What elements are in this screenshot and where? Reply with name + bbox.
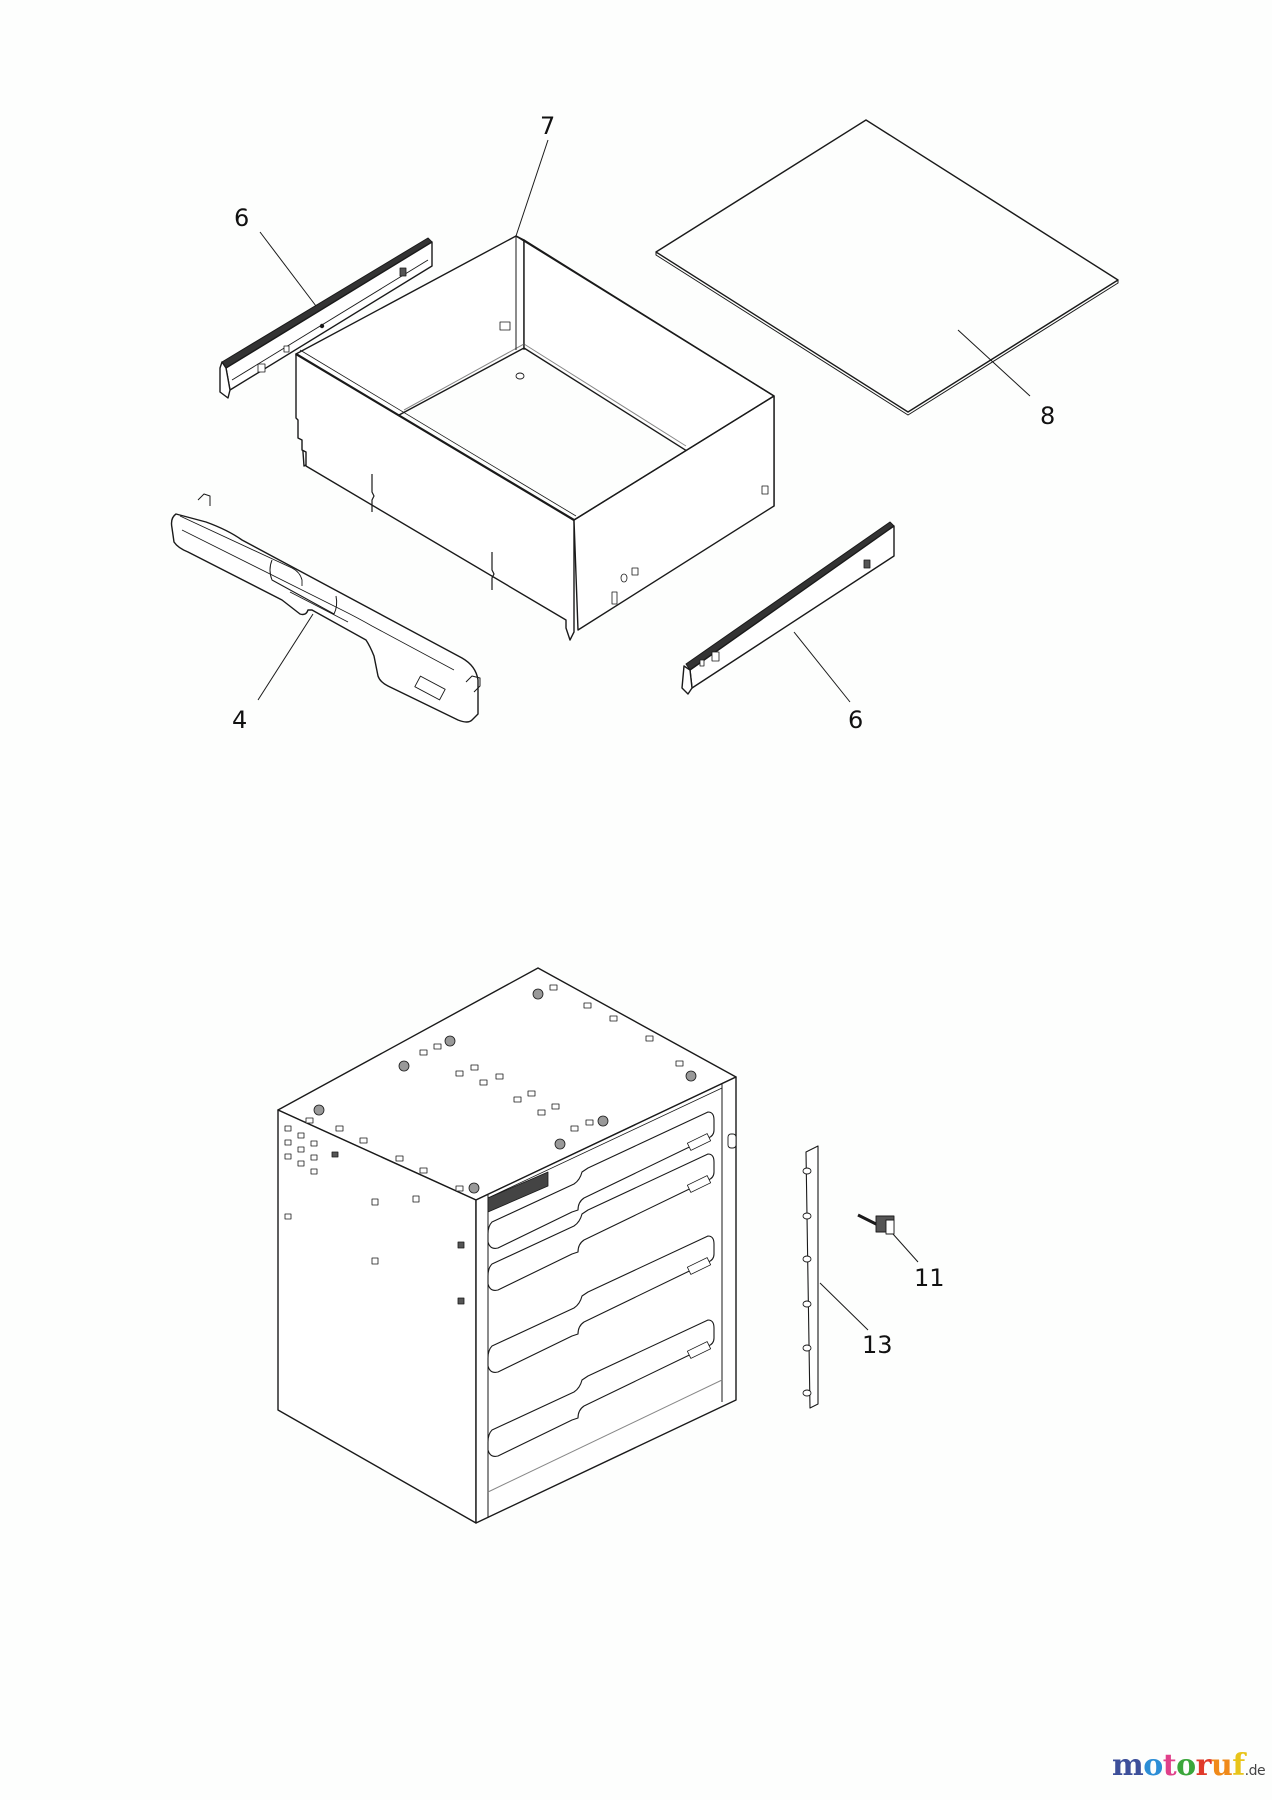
motoruf-watermark-logo: motoruf.de — [1112, 1748, 1266, 1783]
logo-letter: o — [1176, 1748, 1196, 1783]
logo-letter: m — [1112, 1748, 1144, 1783]
part-8-liner — [655, 119, 1119, 416]
label-part-6-top: 6 — [234, 204, 250, 232]
logo-tld: .de — [1244, 1763, 1266, 1779]
label-part-6-bottom: 6 — [848, 706, 864, 734]
logo-letter: f — [1232, 1748, 1245, 1783]
logo-letter: r — [1195, 1748, 1212, 1783]
logo-letter: u — [1210, 1748, 1233, 1783]
part-13-locking-bar — [802, 1145, 869, 1409]
label-part-8: 8 — [1040, 402, 1056, 430]
cabinet-drawers — [487, 1111, 715, 1457]
drawer-3 — [487, 1235, 715, 1373]
part-6-right-rail — [681, 521, 895, 703]
label-part-13: 13 — [862, 1331, 893, 1359]
part-7-drawer-box — [295, 139, 775, 641]
drawer-4 — [487, 1319, 715, 1457]
label-part-7: 7 — [540, 112, 556, 140]
drawer-1 — [487, 1111, 715, 1249]
logo-letter: o — [1143, 1748, 1163, 1783]
logo-letter: t — [1162, 1748, 1177, 1783]
label-part-11: 11 — [914, 1264, 945, 1292]
part-6-left-rail — [219, 231, 433, 399]
drawer-2 — [487, 1153, 715, 1291]
part-11-lock — [857, 1213, 919, 1263]
label-part-4: 4 — [232, 706, 248, 734]
part-4-handle — [170, 493, 481, 723]
